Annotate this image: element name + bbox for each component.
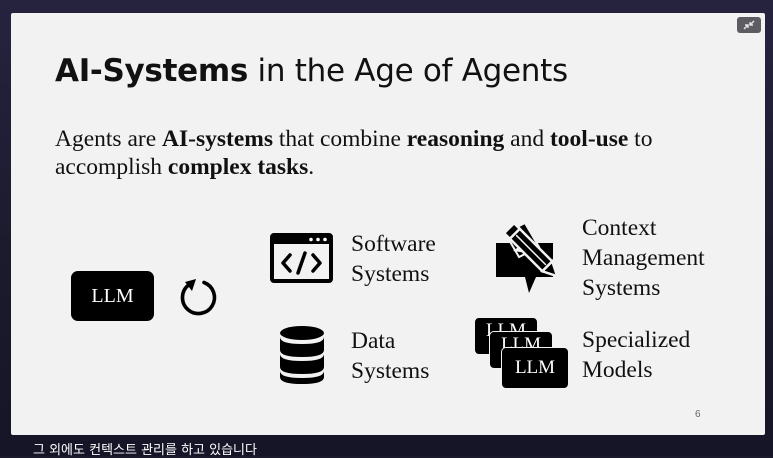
- loop-arrow-icon: [180, 279, 217, 316]
- slide-page-number: 6: [695, 409, 701, 420]
- code-window-icon: [270, 233, 333, 283]
- exit-fullscreen-button[interactable]: [737, 17, 761, 33]
- llm-box: LLM: [71, 271, 154, 321]
- slide-subtitle: Agents are AI-systems that combine reaso…: [55, 126, 653, 180]
- pencil-edit-icon: [496, 221, 560, 293]
- stacked-llm-box-front: LLM: [501, 347, 569, 389]
- database-icon: [280, 326, 324, 384]
- video-subtitle-caption: 그 외에도 컨텍스트 관리를 하고 있습니다: [33, 443, 257, 458]
- minimize-arrows-icon: [743, 20, 755, 30]
- presentation-slide: AI-Systems in the Age of Agents Agents a…: [11, 13, 765, 435]
- slide-title: AI-Systems in the Age of Agents: [55, 53, 568, 89]
